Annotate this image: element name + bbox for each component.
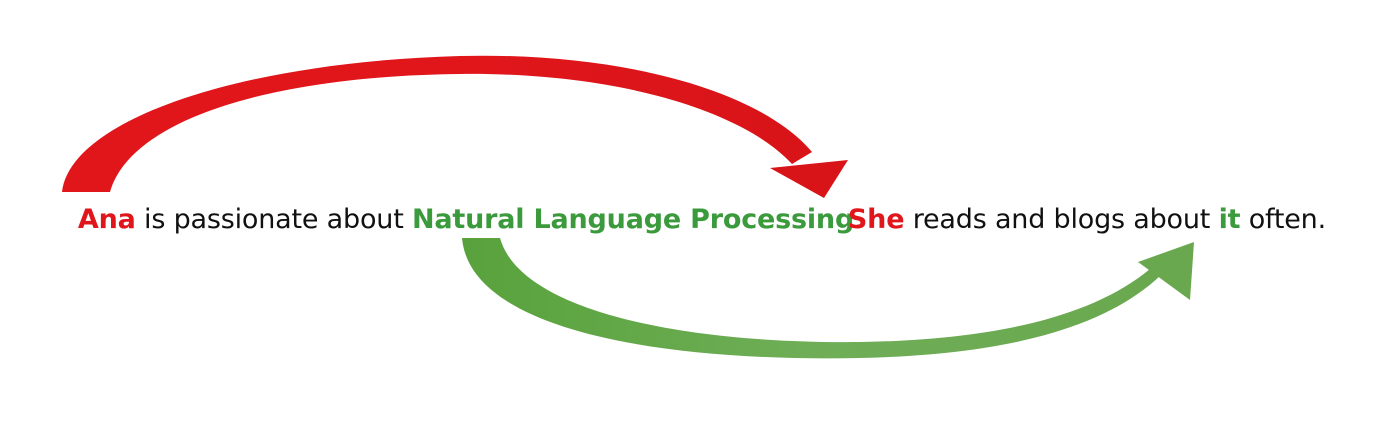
pronoun-it: it: [1219, 204, 1241, 235]
green-arrow-body: [462, 238, 1168, 359]
sentence2-end: often.: [1240, 204, 1326, 235]
red-arrow-body: [62, 55, 812, 192]
sentence-2: She reads and blogs about it often.: [806, 204, 1351, 235]
antecedent-ana: Ana: [78, 204, 136, 235]
pronoun-she: She: [848, 204, 904, 235]
green-coreference-arrow: [462, 238, 1194, 359]
sentence1-period: .: [854, 204, 862, 235]
sentence: Ana is passionate about Natural Language…: [36, 204, 888, 235]
sentence1-middle: is passionate about: [136, 204, 412, 235]
green-arrowhead: [1138, 242, 1194, 300]
entity-nlp: Natural Language Processing: [412, 204, 854, 235]
red-coreference-arrow: [62, 55, 848, 198]
red-arrowhead: [770, 160, 848, 198]
sentence2-middle: reads and blogs about: [904, 204, 1218, 235]
